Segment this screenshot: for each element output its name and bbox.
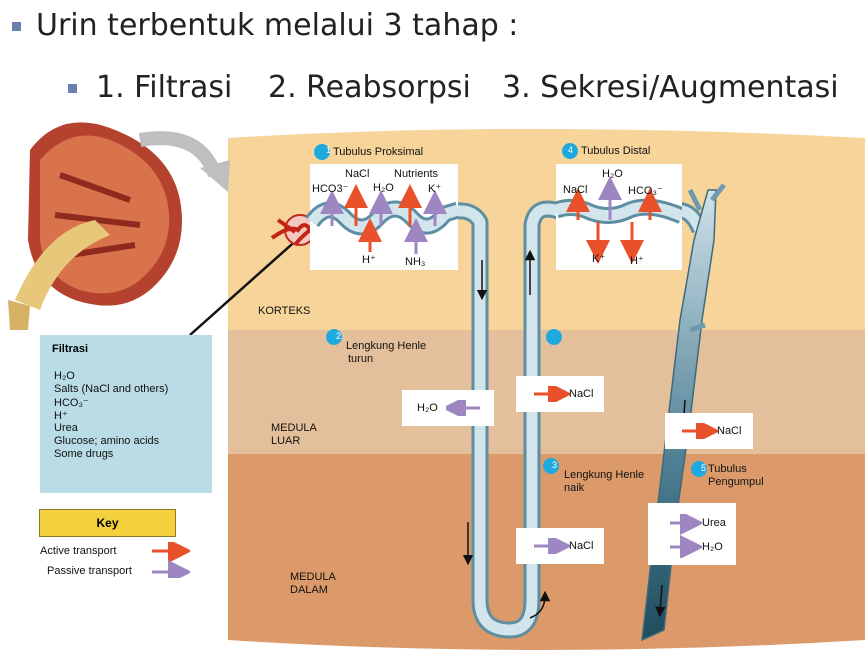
dist-k: K⁺ [592, 253, 606, 265]
h2o-collecting-label: H₂O [702, 541, 723, 553]
key-title: Key [39, 509, 176, 537]
prox-nacl: NaCl [345, 168, 370, 180]
flow-arrow-collect [655, 584, 666, 618]
badge-4-num: 4 [568, 145, 574, 155]
nacl-ascending-inner-label: NaCl [569, 540, 594, 552]
dist-nacl: NaCl [563, 184, 588, 196]
dist-h2o: H₂O [602, 168, 623, 180]
nacl-ascending-outer-label: NaCl [569, 388, 594, 400]
badge-1-num: 1 [326, 145, 332, 155]
key-passive-label: Passive transport [47, 565, 132, 577]
nacl-ascending-inner-arrow [534, 538, 570, 554]
step-filtrasi: 1. Filtrasi [96, 70, 233, 105]
prox-hco3: HCO3⁻ [312, 183, 349, 195]
filtrasi-item: Urea [54, 422, 78, 434]
step-reabsorpsi: 2. Reabsorpsi [268, 70, 471, 105]
step-sekresi: 3. Sekresi/Augmentasi [502, 70, 839, 105]
key-arrows [152, 542, 190, 578]
kidney-illustration [8, 122, 182, 330]
page-title: Urin terbentuk melalui 3 tahap : [36, 8, 519, 43]
filtrasi-item: HCO₃⁻ [54, 397, 89, 409]
filtrasi-item: Glucose; amino acids [54, 435, 160, 447]
filtrasi-item: H⁺ [54, 410, 68, 422]
title-bullet [12, 22, 21, 31]
prox-h2o: H₂O [373, 182, 394, 194]
filtrate-pointer [189, 236, 301, 336]
nacl-collecting-label: NaCl [717, 425, 742, 437]
prox-h: H⁺ [362, 254, 376, 266]
distal-arrows [556, 176, 682, 264]
dist-hco3: HCO₃⁻ [628, 185, 663, 197]
filtrasi-item: Salts (NaCl and others) [54, 383, 169, 395]
urea-label: Urea [702, 517, 726, 529]
label-tubulus-distal: Tubulus Distal [581, 145, 651, 157]
zone-korteks: KORTEKS [258, 305, 311, 317]
filtrasi-box: Filtrasi H₂O Salts (NaCl and others) HCO… [40, 335, 212, 493]
proximal-arrows [310, 184, 458, 254]
filtrasi-item: Some drugs [54, 448, 114, 460]
subtitle-bullet [68, 84, 77, 93]
nacl-collecting-arrow [682, 423, 718, 439]
flow-arrow-asc-2 [529, 590, 551, 619]
h2o-descending-label: H₂O [417, 402, 438, 414]
key-active-label: Active transport [40, 545, 117, 557]
prox-k: K⁺ [428, 183, 442, 195]
h2o-descending-arrow [446, 400, 480, 416]
urea-h2o-arrows [670, 514, 702, 558]
prox-nh3: NH₃ [405, 256, 426, 268]
prox-nutrients: Nutrients [394, 168, 439, 180]
badge-5-num: 5 [701, 463, 707, 473]
badge-3-num: 3 [552, 460, 558, 470]
nacl-ascending-outer-arrow [534, 386, 570, 402]
dist-h: H⁺ [630, 255, 644, 267]
label-tubulus-proksimal: Tubulus Proksimal [333, 146, 424, 158]
filtrasi-title: Filtrasi [52, 343, 89, 355]
badge-2-num: 2 [336, 331, 342, 341]
filtrasi-item: H₂O [54, 370, 75, 382]
